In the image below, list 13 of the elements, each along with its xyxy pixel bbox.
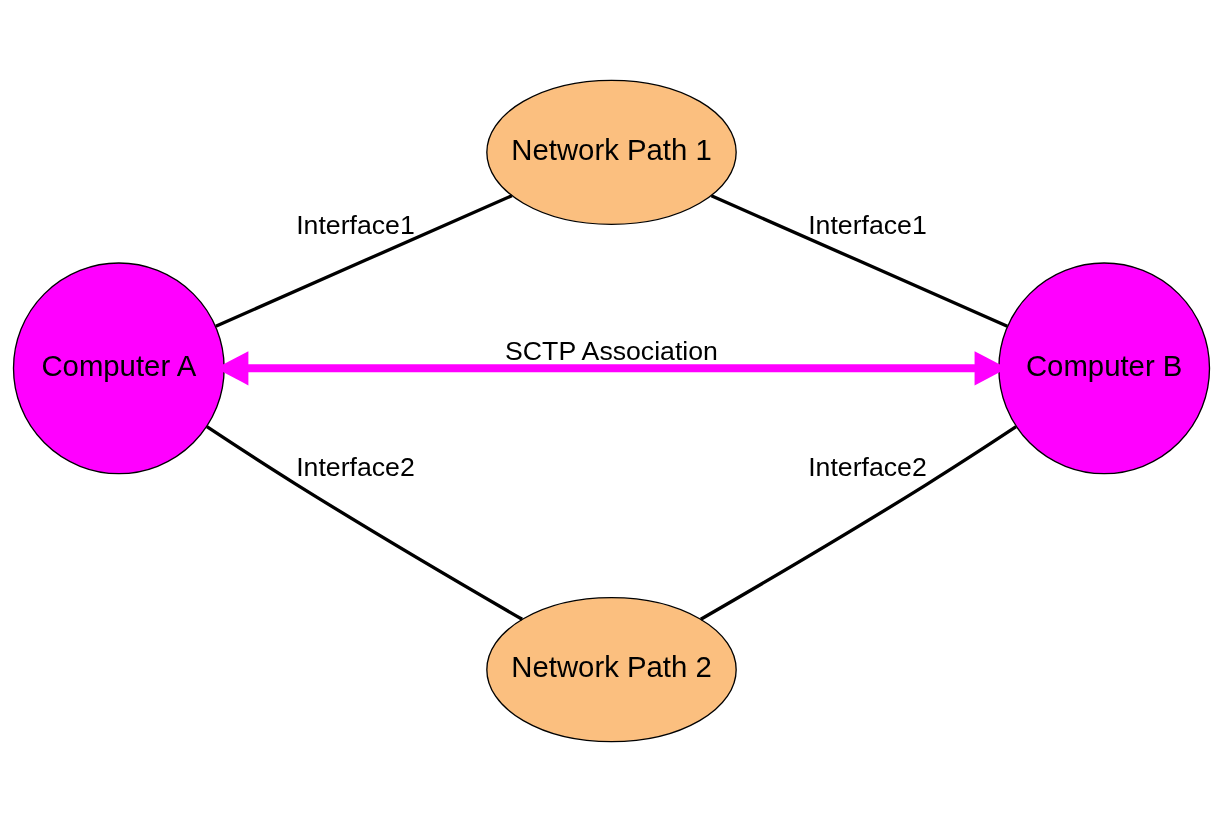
node-ellipse: Network Path 1 xyxy=(486,79,737,225)
edge-label: Interface1 xyxy=(296,209,415,240)
connector xyxy=(710,194,1008,328)
edge-label: Interface1 xyxy=(808,209,927,240)
node-circle: Computer A xyxy=(12,262,225,475)
edge-label: SCTP Association xyxy=(505,336,718,367)
edge-label: Interface2 xyxy=(296,452,415,483)
node-ellipse: Network Path 2 xyxy=(486,597,737,743)
connector xyxy=(700,425,1017,621)
connector xyxy=(215,194,513,328)
edge-label: Interface2 xyxy=(808,452,927,483)
connector xyxy=(206,425,523,621)
node-circle: Computer B xyxy=(998,262,1211,475)
